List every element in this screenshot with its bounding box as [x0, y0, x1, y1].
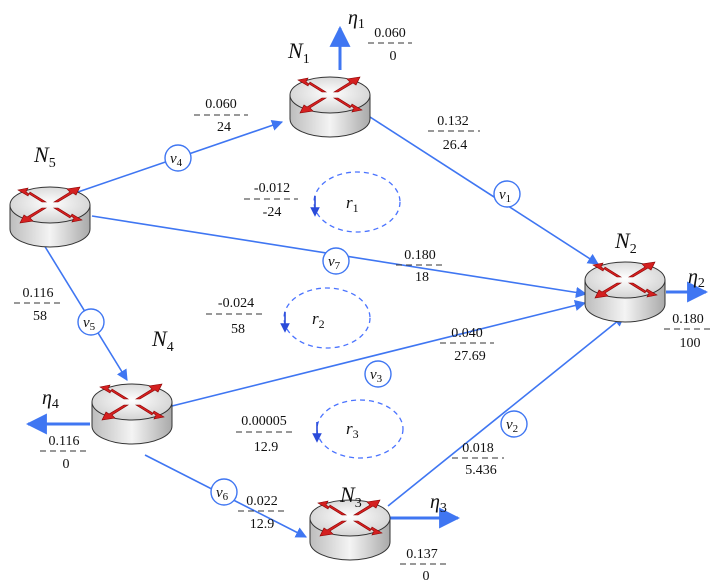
v6-value-top: 0.022 [246, 494, 278, 509]
eta3-value-top: 0.137 [406, 547, 438, 562]
edge-label-v1: v1 [493, 180, 521, 208]
edge-label-v5: v5 [77, 308, 105, 336]
eta4-label: η4 [42, 387, 59, 412]
svg-text:v3: v3 [370, 367, 383, 385]
r2-value-bottom: 58 [231, 322, 245, 337]
eta2-label: η2 [688, 266, 705, 291]
eta3-value-bottom: 0 [423, 569, 430, 584]
svg-text:v7: v7 [328, 254, 341, 272]
r1-value-bottom: -24 [263, 205, 282, 220]
node-label-n3: N3 [339, 482, 362, 511]
loop-r1: r1 [310, 171, 401, 233]
v3-value-bottom: 27.69 [454, 349, 486, 364]
edge-label-v6: v6 [210, 478, 238, 506]
v5-value-bottom: 58 [33, 309, 47, 324]
r3-value-top: 0.00005 [241, 414, 287, 429]
edge-label-v2: v2 [500, 410, 528, 438]
node-label-n1: N1 [287, 38, 310, 67]
v4-value-top: 0.060 [205, 97, 237, 112]
router-icon-n1 [289, 76, 371, 138]
v2-value-top: 0.018 [462, 441, 494, 456]
router-icon-n5 [9, 186, 91, 248]
eta2-value-top: 0.180 [672, 312, 704, 327]
edge-v1 [369, 116, 599, 265]
router-icon-n4 [91, 383, 173, 445]
edge-label-v4: v4 [164, 144, 192, 172]
svg-text:v5: v5 [83, 315, 96, 333]
svg-text:v6: v6 [216, 485, 229, 503]
eta4-value-bottom: 0 [63, 457, 70, 472]
eta2-value-bottom: 100 [680, 336, 701, 351]
node-label-n4: N4 [151, 326, 174, 355]
v2-value-bottom: 5.436 [465, 463, 497, 478]
v6-value-bottom: 12.9 [250, 517, 275, 532]
router-icon-n3 [309, 499, 391, 561]
v5-value-top: 0.116 [23, 286, 54, 301]
eta1-value-top: 0.060 [374, 26, 406, 41]
router-icon-n2 [584, 261, 666, 323]
v4-value-bottom: 24 [217, 120, 231, 135]
svg-text:v4: v4 [170, 151, 183, 169]
edge-v2 [387, 315, 625, 507]
svg-text:r3: r3 [346, 419, 359, 441]
svg-text:v2: v2 [506, 417, 518, 435]
loop-r2: r2 [280, 287, 371, 349]
eta1-label: η1 [348, 7, 365, 32]
v7-value-bottom: 18 [415, 270, 429, 285]
v7-value-top: 0.180 [404, 248, 436, 263]
edge-label-v3: v3 [364, 360, 392, 388]
eta3-label: η3 [430, 491, 447, 516]
node-label-n2: N2 [614, 228, 637, 257]
edge-label-v7: v7 [322, 247, 350, 275]
r2-value-top: -0.024 [218, 296, 254, 311]
svg-text:r1: r1 [346, 193, 359, 215]
edge-v3 [171, 300, 587, 407]
v1-value-bottom: 26.4 [443, 138, 468, 153]
eta4-value-top: 0.116 [49, 434, 80, 449]
v3-value-top: 0.040 [451, 326, 483, 341]
r1-value-top: -0.012 [254, 181, 290, 196]
loop-r3: r3 [312, 399, 404, 459]
v1-value-top: 0.132 [437, 114, 469, 129]
svg-text:v1: v1 [499, 187, 511, 205]
eta1-value-bottom: 0 [390, 49, 397, 64]
svg-text:r2: r2 [312, 309, 325, 331]
node-label-n5: N5 [33, 142, 56, 171]
r3-value-bottom: 12.9 [254, 440, 279, 455]
